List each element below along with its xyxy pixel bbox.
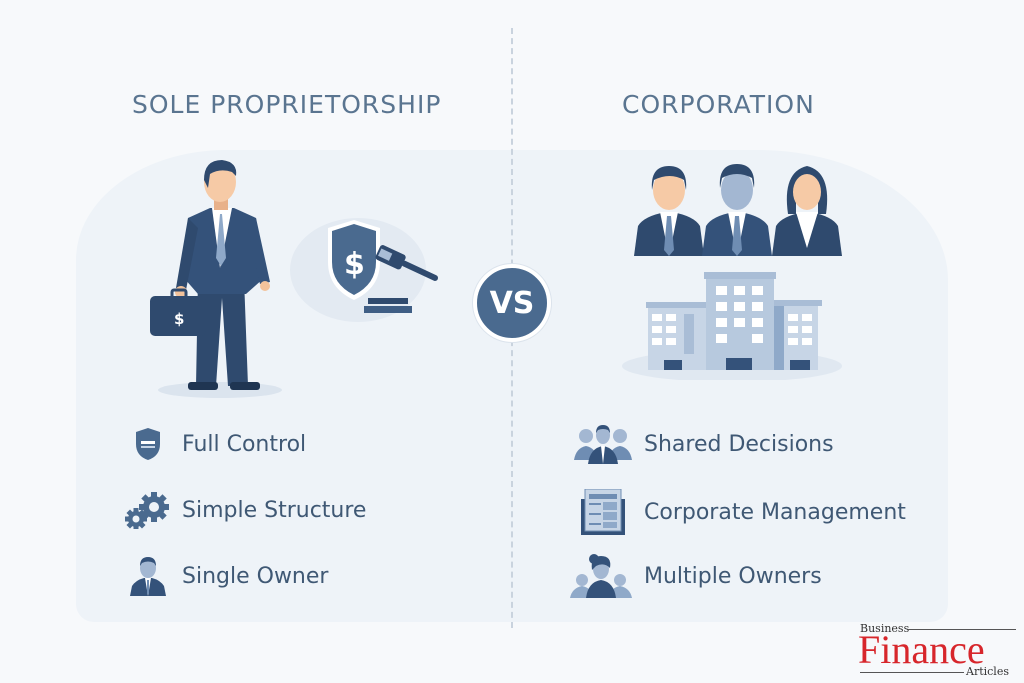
feature-single-owner: Single Owner xyxy=(124,556,328,596)
feature-shared-decisions: Shared Decisions xyxy=(572,424,834,464)
feature-corporate-management: Corporate Management xyxy=(572,489,906,535)
executives-illustration xyxy=(634,164,842,256)
businessman-illustration: $ xyxy=(150,160,282,398)
group-icon xyxy=(568,554,634,598)
team-icon xyxy=(572,424,634,464)
feature-full-control: Full Control xyxy=(124,424,306,464)
logo-articles-text: Articles xyxy=(966,665,1009,678)
person-icon xyxy=(124,556,172,596)
feature-label: Single Owner xyxy=(182,563,329,589)
shield-gavel-illustration: $ xyxy=(290,218,439,322)
gears-icon xyxy=(124,490,172,530)
office-buildings-illustration xyxy=(622,272,842,380)
feature-simple-structure: Simple Structure xyxy=(124,490,366,530)
feature-label: Corporate Management xyxy=(644,499,906,525)
feature-label: Simple Structure xyxy=(182,497,367,523)
business-finance-articles-logo: Business Finance Articles xyxy=(858,622,1018,680)
feature-multiple-owners: Multiple Owners xyxy=(568,554,822,598)
logo-finance-text: Finance xyxy=(858,627,985,672)
logo-rule-bottom xyxy=(860,672,964,673)
feature-label: Full Control xyxy=(182,431,307,457)
feature-label: Multiple Owners xyxy=(644,563,822,589)
svg-text:$: $ xyxy=(174,310,184,328)
logo-business-text: Business xyxy=(860,622,910,635)
sole-proprietorship-title: SOLE PROPRIETORSHIP xyxy=(132,90,442,119)
vs-badge: VS xyxy=(473,264,551,342)
corporation-title: CORPORATION xyxy=(622,90,815,119)
logo-rule-top xyxy=(908,629,1016,630)
feature-label: Shared Decisions xyxy=(644,431,834,457)
document-icon xyxy=(572,489,634,535)
shield-icon xyxy=(124,424,172,464)
svg-text:$: $ xyxy=(344,247,365,282)
